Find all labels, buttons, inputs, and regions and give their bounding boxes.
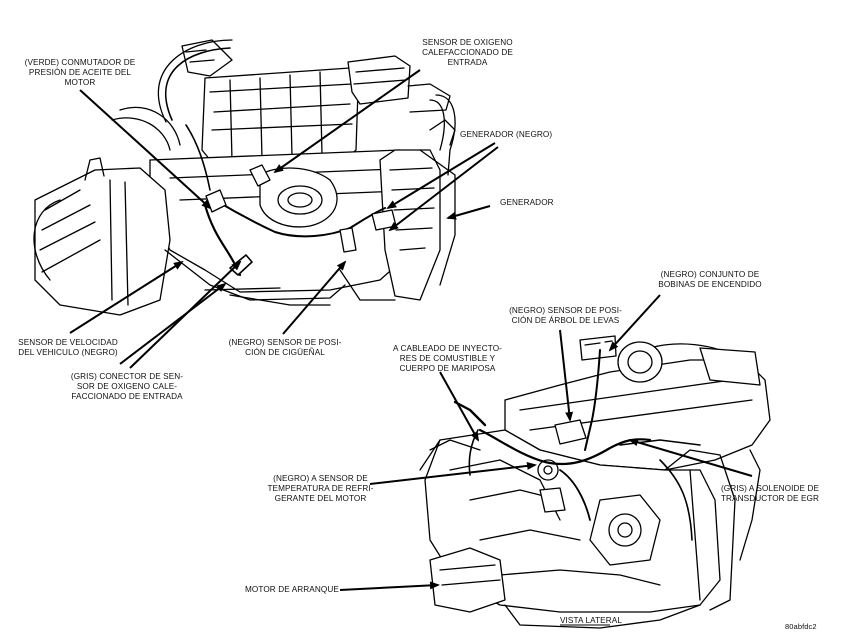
arrow-coolant-sensor <box>369 461 537 485</box>
arrow-egr-solenoid <box>628 438 753 477</box>
arrow-oil-switch <box>79 89 212 210</box>
arrow-generator-black-1 <box>386 142 496 210</box>
upper-engine-illustration <box>33 39 456 316</box>
label-vehicle-speed-sensor: SENSOR DE VELOCIDAD DEL VEHICULO (NEGRO) <box>18 338 118 357</box>
arrow-generator-black-2 <box>388 146 499 232</box>
arrow-speed-sensor <box>69 260 184 334</box>
label-crankshaft-sensor: (NEGRO) SENSOR DE POSI- CIÓN DE CIGÜEÑAL <box>228 338 342 357</box>
label-o2-connector: (GRIS) CONECTOR DE SEN- SOR DE OXIGENO C… <box>70 372 184 401</box>
label-generator: GENERADOR <box>500 198 554 207</box>
leader-arrows <box>69 69 753 591</box>
arrow-crank-sensor <box>282 260 347 335</box>
arrow-o2-connector-2 <box>129 260 242 369</box>
label-injector-harness: A CABLEADO DE INYECTO- RES DE COMUSTIBLE… <box>393 344 502 373</box>
arrow-cam-sensor <box>559 329 574 422</box>
arrow-generator <box>446 205 491 220</box>
figure-id: 80abfdc2 <box>785 622 817 631</box>
label-side-view: VISTA LATERAL <box>560 616 622 625</box>
label-oil-pressure-switch: (VERDE) CONMUTADOR DE PRESIÓN DE ACEITE … <box>24 58 136 87</box>
arrow-starter <box>339 581 440 591</box>
label-o2-sensor-upstream: SENSOR DE OXIGENO CALEFACCIONADO DE ENTR… <box>422 38 513 67</box>
arrow-o2-upstream <box>273 69 421 174</box>
arrow-coil-pack <box>608 294 661 352</box>
label-coolant-temp-sensor: (NEGRO) A SENSOR DE TEMPERATURA DE REFRI… <box>267 474 374 503</box>
label-egr-solenoid: (GRIS) A SOLENOIDE DE TRANSDUCTOR DE EGR <box>720 484 820 503</box>
arrow-o2-connector-1 <box>119 282 227 365</box>
label-ignition-coil-pack: (NEGRO) CONJUNTO DE BOBINAS DE ENCENDIDO <box>658 270 762 289</box>
label-starter-motor: MOTOR DE ARRANQUE <box>245 585 339 594</box>
side-view-illustration <box>419 335 771 629</box>
arrow-injector-harness <box>439 371 479 442</box>
label-generator-black: GENERADOR (NEGRO) <box>460 130 553 139</box>
label-camshaft-sensor: (NEGRO) SENSOR DE POSI- CIÓN DE ÁRBOL DE… <box>509 306 622 325</box>
